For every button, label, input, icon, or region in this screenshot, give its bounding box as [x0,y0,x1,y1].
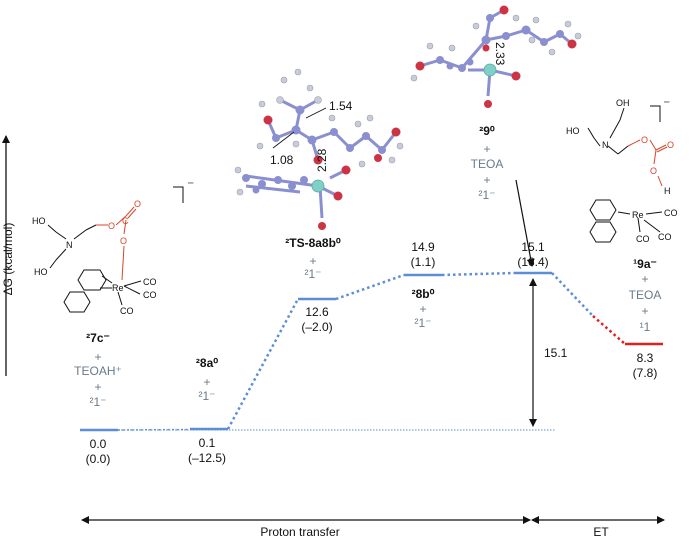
label-7c-teoah: TEOAH⁺ [74,364,122,378]
label-7c-1: ²1⁻ [89,395,107,409]
mol7c-c: C [122,216,129,226]
mol9a-o1: O [641,135,648,145]
label-9a-1: ¹1 [639,320,651,334]
mol7c-o3: O [120,236,127,246]
energy-ts: 12.6 [305,305,329,319]
barrier-value: 15.1 [544,346,568,360]
energy-alt-7c: (0.0) [85,452,111,466]
molecule-7c [47,206,142,313]
label-8a: ²8a⁰ [195,356,219,370]
y-axis-label: ΔG (kcal/mol) [1,223,15,296]
label-9-1: ²1⁻ [478,188,496,202]
charge-9a: ⁻ [663,96,670,112]
label-ts-1: ²1⁻ [304,267,322,281]
label-9a-plus2: + [641,304,649,318]
mol9a-re: Re [632,210,644,220]
label-7c-plus1: + [94,350,102,364]
label-9: ²9⁰ [479,124,495,138]
distance-2-33: 2.33 [493,42,507,66]
label-9-plus1: + [483,142,491,156]
label-7c-plus2: + [94,380,102,394]
connector-8b-9 [441,271,515,277]
structure-ts-3d [234,68,404,230]
bracket-9a [650,105,661,122]
energy-9: 15.1 [521,240,545,254]
connector-7c-8a [117,428,191,431]
distance-1-54: 1.54 [329,99,353,113]
mol9a-co2: CO [658,232,672,242]
energy-8a: 0.1 [198,436,216,450]
distance-1-08: 1.08 [270,153,294,167]
label-8b-1: ²1⁻ [414,316,432,330]
section-et: ET [593,525,609,539]
label-ts: ²TS-8a8b⁰ [285,236,341,250]
mol9a-co1: CO [664,208,678,218]
label-9a-teoa: TEOA [628,288,662,302]
energy-alt-9a: (7.8) [632,366,658,380]
mol7c-co1: CO [143,277,157,287]
connector-8a-ts [226,298,300,430]
energy-8b: 14.9 [411,240,435,254]
mol7c-co2: CO [143,290,157,300]
energy-alt-8b: (1.1) [410,255,436,269]
mol7c-n: N [66,240,73,250]
bracket-7c [173,186,184,203]
mol7c-re: Re [112,283,124,293]
label-8b: ²8b⁰ [411,287,435,301]
energy-alt-ts: (–2.0) [301,320,333,334]
structure-9-3d [410,5,582,108]
label-8b-plus: + [419,302,427,316]
mol9a-o3: O [650,166,657,176]
molecule-9a [587,107,668,243]
label-7c: ²7c⁻ [86,331,110,345]
label-ts-plus: + [309,254,317,268]
label-9a-plus1: + [641,272,649,286]
connector-9-9a-blue [551,272,593,316]
energy-9a: 8.3 [636,351,654,365]
charge-7c: ⁻ [187,177,194,193]
connector-9-9a-red [592,315,626,345]
mol9a-ho: HO [566,126,580,136]
mol9a-o2: O [667,140,674,150]
mol7c-o1: O [108,221,115,231]
structure-9-arrow [515,179,535,267]
energy-alt-8a: (–12.5) [187,451,227,465]
section-proton-transfer: Proton transfer [260,525,340,539]
mol9a-h: H [664,186,671,196]
label-9-plus2: + [483,173,491,187]
distance-2-28: 2.28 [315,148,329,172]
label-9a: ¹9a⁻ [633,257,657,271]
mol7c-ho2: HO [34,267,48,277]
mol9a-co3: CO [636,234,650,244]
mol9a-oh: OH [616,98,630,108]
mol7c-co3: CO [120,306,134,316]
energy-7c: 0.0 [89,437,107,451]
label-8a-plus: + [203,375,211,389]
mol9a-n: N [602,140,609,150]
mol7c-ho: HO [32,216,46,226]
mol7c-o2: O [134,199,141,209]
energy-alt-9: (16.4) [517,255,549,269]
label-8a-1: ²1⁻ [198,389,216,403]
connector-ts-8b [335,273,405,301]
label-9-teoa: TEOA [470,157,504,171]
